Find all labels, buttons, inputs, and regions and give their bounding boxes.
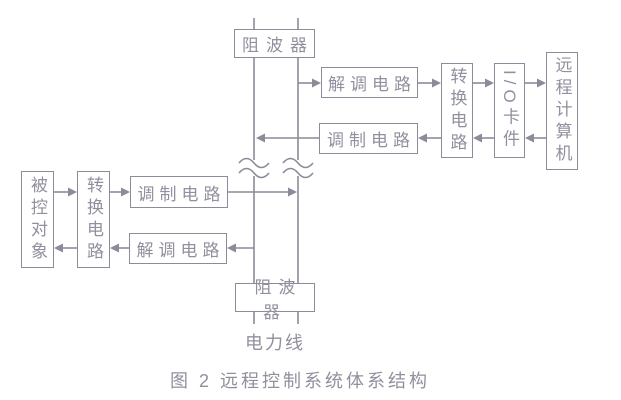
power-line-label: 电力线 bbox=[245, 333, 305, 353]
power-line-right bbox=[282, 18, 314, 324]
arrow-left-icon bbox=[256, 133, 265, 143]
line-break-icon bbox=[282, 157, 314, 169]
bottom-chain-lines bbox=[54, 191, 289, 249]
block-mod-top: 调制电路 bbox=[319, 123, 418, 154]
block-mod-bottom: 调制电路 bbox=[130, 176, 228, 208]
arrow-right-icon bbox=[537, 78, 546, 88]
block-io-card: I/O卡件 bbox=[494, 63, 525, 158]
arrow-left-icon bbox=[473, 133, 482, 143]
line-break-icon bbox=[238, 167, 270, 179]
block-demod-bottom: 解调电路 bbox=[129, 233, 227, 264]
arrow-right-icon bbox=[288, 187, 297, 197]
top-chain-lines bbox=[265, 82, 546, 139]
arrow-left-icon bbox=[110, 243, 119, 253]
block-remote-computer: 远程计算机 bbox=[546, 52, 578, 170]
block-demod-top: 解调电路 bbox=[321, 67, 418, 98]
block-trap-bottom: 阻波器 bbox=[235, 278, 315, 322]
arrow-left-icon bbox=[525, 133, 534, 143]
arrow-right-icon bbox=[432, 78, 441, 88]
arrow-right-icon bbox=[485, 78, 494, 88]
block-trap-top: 阻波器 bbox=[234, 29, 315, 58]
arrow-right-icon bbox=[68, 187, 77, 197]
arrow-left-icon bbox=[227, 243, 236, 253]
arrowheads bbox=[54, 78, 546, 253]
block-convert-right: 转换电路 bbox=[441, 63, 473, 158]
line-break-icon bbox=[282, 167, 314, 179]
power-line-left bbox=[238, 18, 270, 324]
figure-caption: 图 2 远程控制系统体系结构 bbox=[169, 371, 430, 391]
arrow-left-icon bbox=[54, 243, 63, 253]
arrow-right-icon bbox=[312, 78, 321, 88]
arrow-left-icon bbox=[418, 133, 427, 143]
line-break-icon bbox=[238, 157, 270, 169]
block-convert-left: 转换电路 bbox=[77, 171, 110, 268]
block-controlled-object: 被控对象 bbox=[21, 171, 54, 268]
arrow-right-icon bbox=[121, 187, 130, 197]
